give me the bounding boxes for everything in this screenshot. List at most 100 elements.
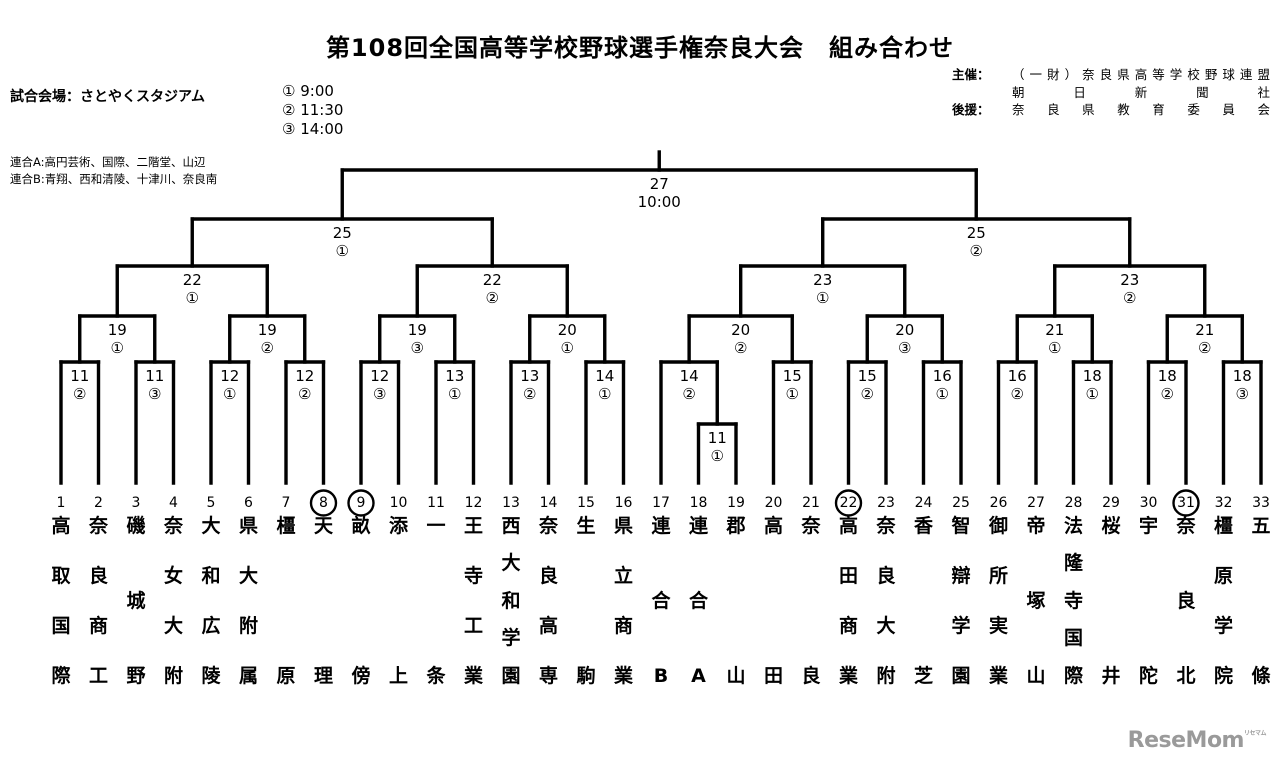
team-number: 4 — [169, 495, 178, 511]
time-slot-2: ② 11:30 — [282, 101, 344, 119]
team-number: 21 — [802, 495, 820, 511]
team-name-char: 業 — [838, 665, 858, 687]
organizer-char: 朝 — [1012, 84, 1025, 100]
match-r3-date: 22 — [183, 271, 202, 289]
team-name-char: 添 — [388, 515, 408, 537]
team-name-char: 園 — [951, 665, 971, 687]
team-name-char: 学 — [501, 627, 521, 649]
team-name-char: 駒 — [576, 665, 596, 687]
organizer-row: 主催： （一財）奈良県高等学校野球連盟 — [952, 66, 1270, 84]
team-name-char: A — [691, 665, 706, 687]
match-r2-date: 19 — [408, 321, 427, 339]
match-r3-slot: ① — [186, 289, 199, 307]
organizer-char: 県 — [1117, 67, 1130, 82]
organizer-char: 県 — [1082, 102, 1095, 117]
match-r1-date: 18 — [1158, 367, 1177, 385]
team-name-char: 取 — [51, 565, 71, 587]
team-name-char: 郡 — [726, 515, 746, 537]
team-number: 30 — [1139, 495, 1158, 511]
team-name-char: 業 — [463, 665, 483, 687]
team-name-char: 県 — [238, 515, 258, 537]
team-number: 2 — [94, 495, 103, 511]
team-number: 1 — [56, 495, 66, 511]
team-name-char: 城 — [126, 590, 146, 612]
match-r1-date: 13 — [520, 367, 539, 385]
organizer-char: 財 — [1047, 67, 1060, 82]
team-name-char: 県 — [613, 515, 633, 537]
time-slot-1: ① 9:00 — [282, 82, 334, 100]
organizer-char: 高 — [1134, 67, 1148, 82]
organizer-char: 校 — [1187, 67, 1200, 82]
organizer-row: 後援： 奈良県教育委員会 — [952, 101, 1270, 119]
match-r3-slot: ② — [486, 289, 499, 307]
time-slots: ① 9:00 ② 11:30 ③ 14:00 — [282, 82, 343, 139]
team-name-char: 天 — [313, 515, 333, 537]
team-name-char: 陀 — [1138, 665, 1158, 687]
organizer-char: 育 — [1152, 102, 1165, 117]
match-r1-slot: ① — [786, 385, 799, 403]
organizer-row: 朝日新聞社 — [952, 84, 1270, 102]
team-name-char: 学 — [1213, 615, 1233, 637]
team-number: 8 — [319, 495, 328, 511]
team-number: 6 — [244, 495, 253, 511]
team-name-char: 塚 — [1026, 590, 1046, 612]
team-name-char: 良 — [538, 565, 558, 587]
match-r1-date: 14 — [680, 367, 699, 385]
match-r2-slot: ③ — [898, 339, 911, 357]
team-number: 19 — [727, 495, 745, 511]
team-name-char: 和 — [501, 590, 521, 612]
match-r1-date: 18 — [1233, 367, 1252, 385]
match-r1-slot: ② — [298, 385, 311, 403]
match-r2-slot: ② — [261, 339, 274, 357]
match-r2-date: 20 — [731, 321, 750, 339]
team-name-char: 原 — [276, 665, 296, 687]
team-name-char: 連 — [688, 515, 708, 537]
team-name-char: 帝 — [1026, 515, 1046, 537]
organizer-char: 球 — [1222, 67, 1235, 82]
match-r2-date: 20 — [895, 321, 914, 339]
organizer-label: 主催： — [952, 67, 990, 82]
seed-circle — [309, 489, 338, 517]
match-r1-slot: ③ — [1236, 385, 1249, 403]
team-number: 7 — [281, 495, 291, 511]
team-number: 16 — [614, 495, 633, 511]
team-number: 29 — [1102, 495, 1120, 511]
match-r2-slot: ② — [734, 339, 747, 357]
organizer-char: 会 — [1257, 102, 1270, 117]
team-name-char: 辯 — [951, 565, 971, 587]
team-name-char: 属 — [238, 665, 258, 687]
match-r3-date: 23 — [813, 271, 832, 289]
team-name-char: 大 — [238, 565, 258, 587]
team-name-char: 山 — [1026, 665, 1046, 687]
match-r1-date: 16 — [933, 367, 952, 385]
match-r1-slot: ① — [936, 385, 949, 403]
team-name-char: 所 — [988, 565, 1008, 587]
match-r1-slot: ① — [598, 385, 611, 403]
team-number: 20 — [764, 495, 783, 511]
match-prelim-date: 11 — [708, 429, 727, 447]
team-name-char: 畝 — [351, 515, 371, 537]
union-note-a: 連合A:高円芸術、国際、二階堂、山辺 — [10, 155, 206, 169]
organizer-char: 員 — [1222, 102, 1235, 117]
match-r1-date: 15 — [783, 367, 802, 385]
team-name-char: 北 — [1176, 665, 1196, 687]
team-name-char: 一 — [426, 515, 446, 537]
match-semi-slot: ② — [970, 242, 983, 260]
time-slot-3: ③ 14:00 — [282, 120, 344, 138]
match-r1-date: 12 — [295, 367, 314, 385]
organizer-char: 等 — [1152, 67, 1165, 82]
team-name-char: 奈 — [1176, 515, 1196, 537]
organizer-char: 野 — [1204, 67, 1218, 82]
organizer-char: 社 — [1257, 84, 1270, 100]
team-name-char: 際 — [1063, 665, 1083, 687]
seed-circle — [834, 489, 863, 517]
match-semi-slot: ① — [336, 242, 349, 260]
team-name-char: 芝 — [913, 665, 933, 687]
match-r1-date: 16 — [1008, 367, 1027, 385]
resemom-logo: ReseMomリセマム — [1128, 728, 1267, 753]
match-r1-date: 15 — [858, 367, 877, 385]
team-number: 25 — [952, 495, 970, 511]
match-r1-date: 12 — [220, 367, 239, 385]
team-name-char: 高 — [763, 515, 783, 537]
